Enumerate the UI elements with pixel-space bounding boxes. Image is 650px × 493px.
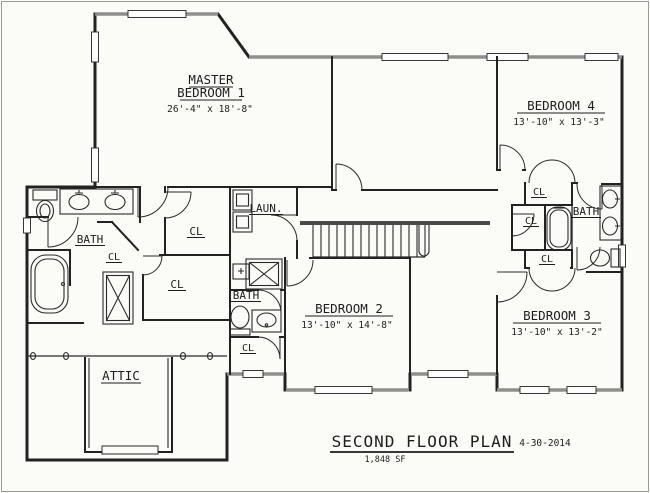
closet-label-bedroom4: CL [531,187,547,198]
sink-fixture [251,309,282,333]
toilet-fixture [229,305,251,336]
master-bedroom-name-line2: BEDROOM 1 [177,85,245,100]
closet-label: CL [533,187,545,198]
bathtub-fixture [30,254,69,314]
master-bedroom-name-line1: MASTER [188,72,234,87]
closet-label-hall-lower: CL [168,278,186,291]
closet-label: CL [108,252,120,263]
shelved-closet-fixture [102,271,134,325]
bedroom-4-dims: 13'-10" x 13'-3" [513,117,605,128]
window [519,386,550,394]
room-labels: MASTER BEDROOM 1 26'-4" x 18'-8" BEDROOM… [75,72,605,384]
bedroom-2-dims: 13'-10" x 14'-8" [301,320,393,331]
title-block: SECOND FLOOR PLAN 4-30-2014 1,848 SF [330,432,571,465]
washer-dryer-fixture [232,189,253,233]
bedroom-3-label: BEDROOM 3 13'-10" x 13'-2" [511,308,603,338]
laundry-sink-fixture [232,263,250,280]
shelved-closet-fixture [245,258,283,290]
closet-label-hall-right: CL [523,216,539,227]
stairs [300,221,490,258]
bedroom-2-label: BEDROOM 2 13'-10" x 14'-8" [301,301,393,331]
closet-label-bedroom3: CL [539,254,555,265]
closet-label-mid-bottom: CL [240,343,256,354]
attic-label: ATTIC [101,368,141,384]
window [242,370,264,378]
attic-line-marker [206,351,214,361]
plan-date: 4-30-2014 [519,438,571,449]
closet-label: CL [170,278,184,291]
plan-title: SECOND FLOOR PLAN [332,432,513,451]
bath-label: BATH [573,205,600,218]
closet-label: CL [242,343,254,354]
master-bedroom-label: MASTER BEDROOM 1 26'-4" x 18'-8" [167,72,253,115]
stair-rail-return [418,225,430,257]
windows [23,10,626,394]
attic-step [101,445,159,455]
window [127,10,187,18]
master-bedroom-dims: 26'-4" x 18'-8" [167,104,253,115]
window [566,386,597,394]
laundry-label: LAUN. [249,202,283,215]
door-arcs [47,144,603,360]
bedroom-4-name: BEDROOM 4 [527,98,595,113]
bathtub-fixture [546,206,572,251]
toilet-fixture [32,189,58,223]
plan-area: 1,848 SF [365,455,406,465]
closet-label: CL [541,254,553,265]
attic-outline [27,351,227,455]
attic-line-marker [179,351,187,361]
vanity-sink-fixture [59,188,134,215]
laundry-label-text: LAUN. [249,202,282,215]
bath-left-label: BATH [75,233,105,246]
window [314,386,373,394]
closet-label-hall-upper: CL [187,225,205,238]
bath-right-label: BATH [571,205,601,218]
fixtures [30,185,622,336]
window [584,53,619,61]
bedroom-3-dims: 13'-10" x 13'-2" [511,327,603,338]
attic-line-marker [29,351,37,361]
closet-label-bath-left: CL [106,252,122,263]
window [23,217,31,234]
closet-label: CL [525,216,537,227]
toilet-fixture [589,248,621,268]
attic-line-marker [62,351,70,361]
bath-label: BATH [77,233,104,246]
window [91,147,99,183]
window [486,53,529,61]
window [618,244,626,268]
closet-label: CL [189,225,203,238]
window [381,53,449,61]
bedroom-3-name: BEDROOM 3 [523,308,591,323]
bath-middle-label: BATH [231,289,261,302]
bedroom-4-label: BEDROOM 4 13'-10" x 13'-3" [513,98,605,128]
attic-label-text: ATTIC [102,368,140,383]
window [427,370,469,378]
bedroom-2-name: BEDROOM 2 [315,301,383,316]
bath-label: BATH [233,289,260,302]
vanity-sink-fixture [599,185,622,241]
window [91,31,99,63]
interior-walls [26,56,623,391]
